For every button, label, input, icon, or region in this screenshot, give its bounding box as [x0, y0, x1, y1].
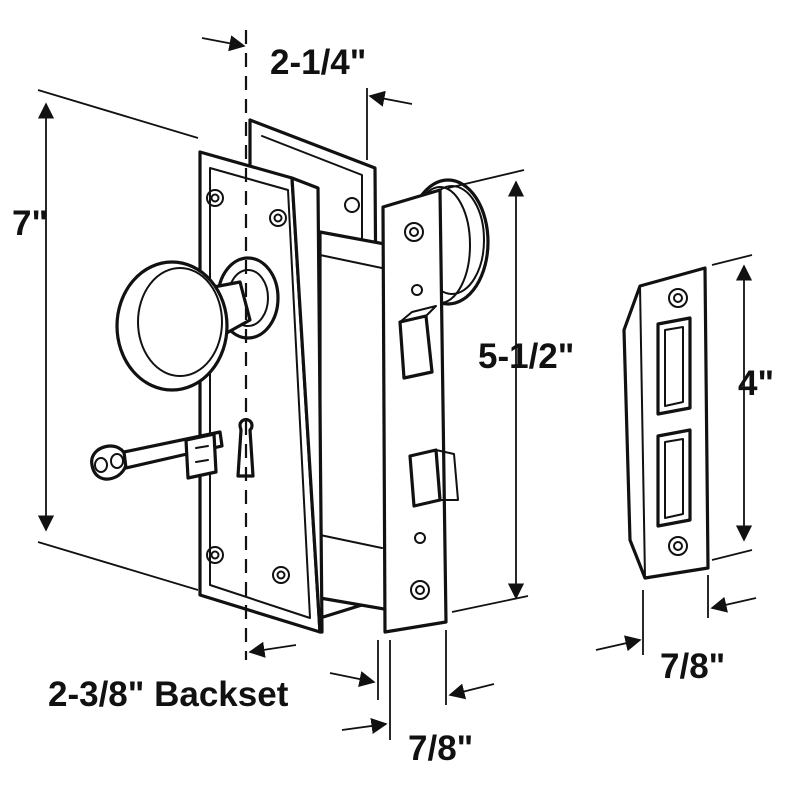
skeleton-key: [90, 430, 224, 481]
label-2-1-4in: 2-1/4": [270, 43, 366, 82]
dimension-7in: [37, 89, 199, 591]
latch-bolt-icon: [408, 448, 442, 508]
dimension-5-1-2in: [447, 169, 529, 613]
deadbolt-icon: [398, 314, 434, 380]
front-faceplate: [198, 150, 324, 634]
strike-plate: [622, 266, 710, 580]
label-4in: 4": [738, 364, 774, 403]
dimension-4in: [711, 254, 753, 561]
label-edge-7-8in: 7/8": [408, 729, 473, 768]
label-backset: 2-3/8" Backset: [48, 675, 289, 714]
dimension-2-1-4in: [201, 35, 413, 160]
mortise-lock-body: [318, 230, 392, 612]
front-knob: [115, 256, 280, 392]
label-7in: 7": [12, 204, 48, 243]
lock-edge-faceplate: [381, 188, 459, 634]
label-strike-7-8in: 7/8": [660, 647, 725, 686]
label-5-1-2in: 5-1/2": [478, 337, 574, 376]
dimension-backset: [248, 630, 495, 740]
dimension-strike-7-8in: [595, 575, 757, 655]
